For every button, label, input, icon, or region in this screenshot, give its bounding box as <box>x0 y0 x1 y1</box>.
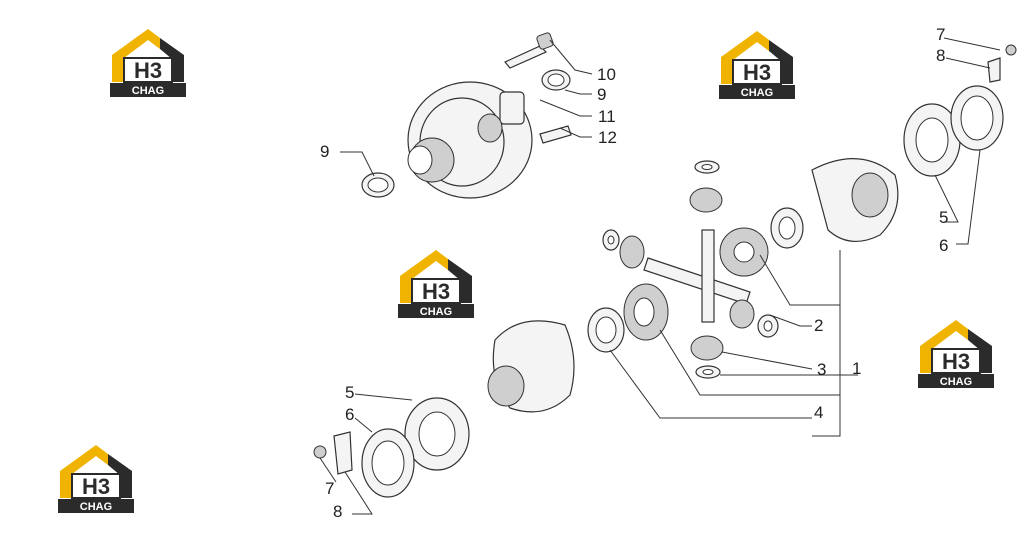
callout-3: 3 <box>817 360 826 379</box>
assembled-differential-case <box>407 81 533 199</box>
housing-left <box>487 320 575 413</box>
callout-9-right: 9 <box>597 85 606 104</box>
side-gear-lower <box>623 283 669 341</box>
side-gear-upper <box>719 227 769 277</box>
callout-12: 12 <box>598 128 617 147</box>
callout-6-left: 6 <box>345 405 354 424</box>
callout-5-right: 5 <box>939 208 948 227</box>
cross-shaft <box>643 229 751 323</box>
lock-plate-right <box>987 57 1001 83</box>
callout-7-left: 7 <box>325 479 334 498</box>
screw-left <box>313 445 327 459</box>
thrust-washer-bottom <box>695 365 721 379</box>
lock-plate-left <box>333 431 353 475</box>
bushing-left <box>361 172 395 198</box>
pinion-gear-right <box>729 299 755 329</box>
thrust-washer-small <box>757 314 779 338</box>
watermark-mark-text: H3 <box>743 60 771 85</box>
watermark-logo: H3 CHAG <box>917 319 995 389</box>
watermark-logo: H3 CHAG <box>718 30 796 100</box>
bushing-top <box>541 69 571 91</box>
callout-5-left: 5 <box>345 383 354 402</box>
screw-right <box>1005 44 1017 56</box>
thrust-washer-large <box>587 307 625 353</box>
watermark-brand-text: CHAG <box>420 306 452 318</box>
bolt <box>504 32 554 69</box>
callout-6-right: 6 <box>939 236 948 255</box>
watermark-mark-text: H3 <box>942 349 970 374</box>
callout-2: 2 <box>814 316 823 335</box>
housing-right <box>811 158 899 242</box>
watermark-logo: H3 CHAG <box>397 249 475 319</box>
adjusting-ring-right <box>950 85 1004 151</box>
thrust-washer-top <box>694 160 720 174</box>
bearing-right <box>903 103 961 177</box>
pin <box>539 125 572 144</box>
callout-8-left: 8 <box>333 502 342 521</box>
callout-7-right: 7 <box>936 25 945 44</box>
callout-10: 10 <box>597 65 616 84</box>
watermark-brand-text: CHAG <box>132 85 164 97</box>
pinion-gear-bottom <box>690 335 724 361</box>
adjusting-ring-left <box>361 428 415 498</box>
watermark-brand-text: CHAG <box>940 376 972 388</box>
watermark-mark-text: H3 <box>82 474 110 499</box>
watermark-brand-text: CHAG <box>80 501 112 513</box>
watermark-mark-text: H3 <box>422 279 450 304</box>
watermark-brand-text: CHAG <box>741 87 773 99</box>
callout-11: 11 <box>598 107 616 126</box>
callout-9-left: 9 <box>320 142 329 161</box>
callout-1: 1 <box>852 359 861 378</box>
pinion-gear-top <box>689 187 723 213</box>
leader-lines <box>319 37 1001 515</box>
watermark-logo: H3 CHAG <box>57 444 135 514</box>
callout-8-right: 8 <box>936 46 945 65</box>
watermark-logo: H3 CHAG <box>109 28 187 98</box>
thrust-washer-right <box>770 207 804 249</box>
pinion-gear-left <box>619 235 645 269</box>
callout-4: 4 <box>814 403 823 422</box>
watermark-mark-text: H3 <box>134 58 162 83</box>
bearing-left <box>404 397 470 471</box>
thrust-washer-left <box>602 229 620 251</box>
